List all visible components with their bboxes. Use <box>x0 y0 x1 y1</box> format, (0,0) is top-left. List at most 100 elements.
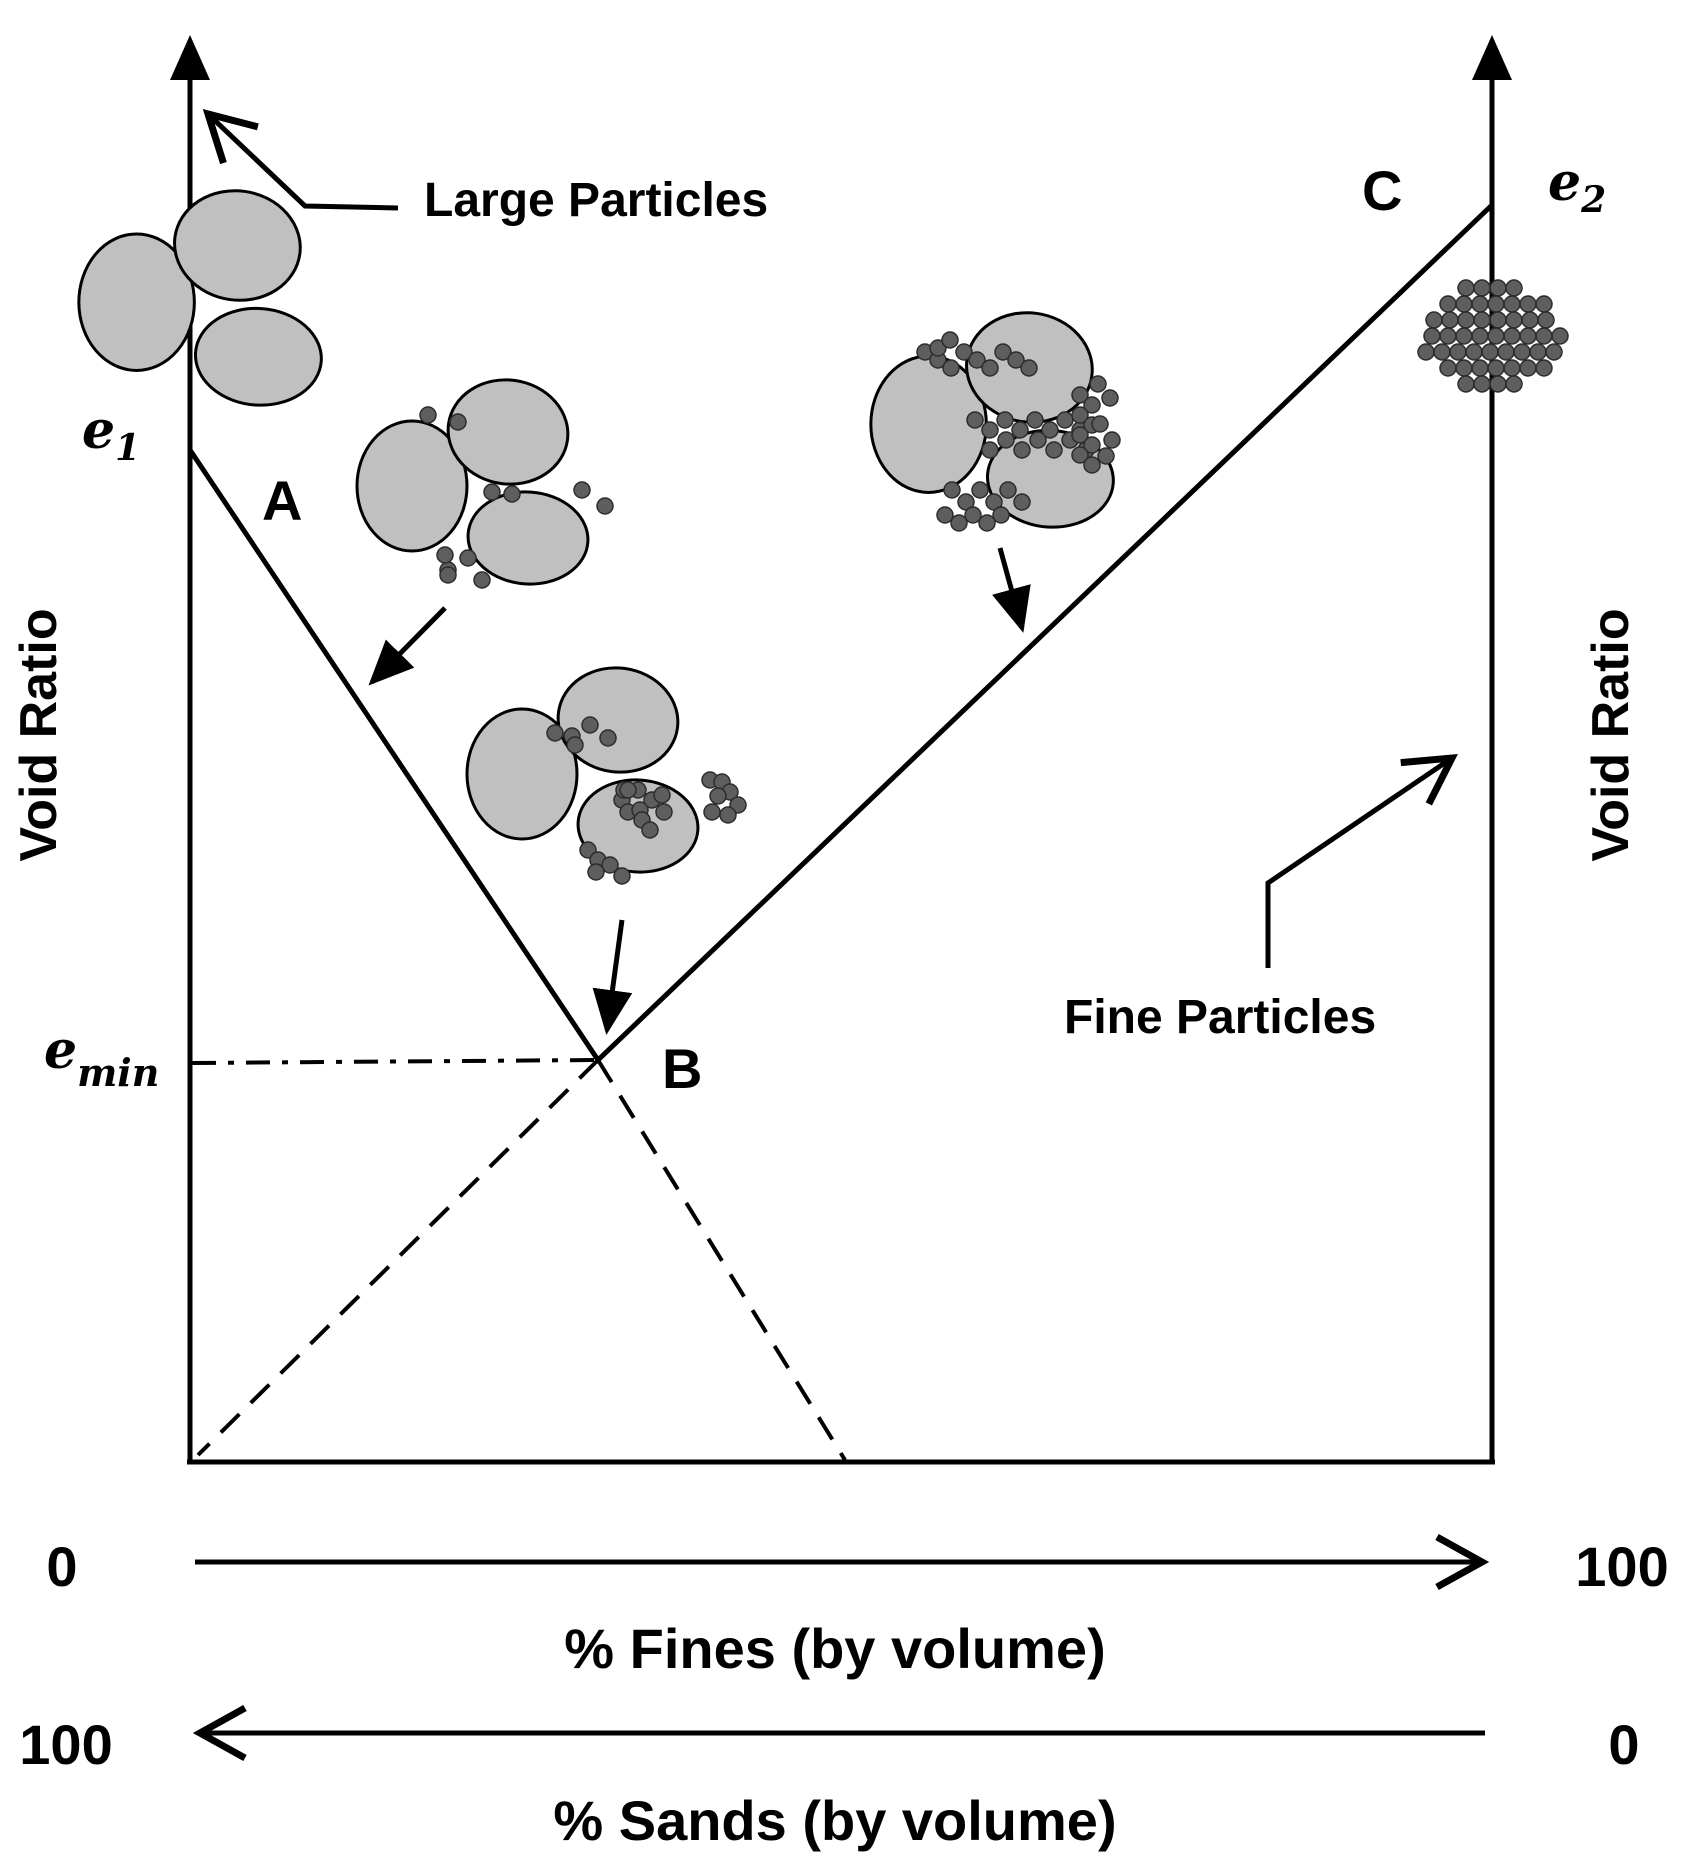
dashed-extension-sands <box>196 1058 600 1457</box>
fine-particle <box>503 485 521 503</box>
fine-particle <box>1535 327 1553 345</box>
large-with-few-fines-illustration <box>355 378 614 589</box>
fines-start-value: 0 <box>46 1535 77 1598</box>
large-particles-pointer <box>202 109 399 211</box>
fine-particle <box>473 571 491 589</box>
fine-particles-pointer <box>1265 753 1458 968</box>
fine-particle <box>1457 311 1475 329</box>
fine-particle <box>581 716 599 734</box>
large-particle <box>465 707 579 841</box>
fine-particle <box>1083 396 1101 414</box>
large-particle <box>193 306 323 407</box>
fine-particle <box>994 343 1012 361</box>
fine-particle <box>1071 406 1089 424</box>
fine-particle <box>587 863 605 881</box>
point-c-label: C <box>1362 159 1402 222</box>
fine-particle <box>1487 295 1505 313</box>
fine-particle <box>1026 411 1044 429</box>
fine-particle <box>966 411 984 429</box>
fine-particle <box>1489 279 1507 297</box>
dashed-extension-fines <box>596 1058 847 1462</box>
left-axis-title: Void Ratio <box>10 608 68 861</box>
large-particles-label: Large Particles <box>424 174 768 227</box>
fine-particle <box>719 806 737 824</box>
fine-particle <box>573 481 591 499</box>
fine-particle <box>1439 359 1457 377</box>
fine-particle <box>1545 343 1563 361</box>
fine-particle <box>596 497 614 515</box>
fine-particle <box>1505 311 1523 329</box>
fine-particle <box>709 787 727 805</box>
fine-particle <box>1097 447 1115 465</box>
fine-particle <box>929 339 947 357</box>
fine-particle <box>1013 441 1031 459</box>
fine-particle <box>439 566 457 584</box>
fine-particle <box>1455 295 1473 313</box>
sands-start-value: 100 <box>19 1713 112 1776</box>
fine-particle <box>1505 375 1523 393</box>
large-particle <box>355 419 469 553</box>
large-particle <box>556 666 680 774</box>
fine-particle <box>459 549 477 567</box>
fine-particle <box>981 441 999 459</box>
pointer-to-ab-segment <box>368 606 447 686</box>
fine-particle <box>1011 421 1029 439</box>
large-particles-only-illustration <box>77 189 323 407</box>
large-particle <box>173 189 302 302</box>
sands-end-value: 0 <box>1608 1713 1639 1776</box>
fine-particle <box>1487 327 1505 345</box>
fine-particle <box>1417 343 1435 361</box>
fines-end-value: 100 <box>1575 1535 1668 1598</box>
fine-particle <box>1071 426 1089 444</box>
fine-particle <box>943 481 961 499</box>
fine-particle <box>981 359 999 377</box>
fine-particle <box>613 867 631 885</box>
fine-particle <box>999 481 1017 499</box>
large-particle <box>77 232 196 372</box>
fine-particle <box>1439 327 1457 345</box>
fine-particle <box>1503 359 1521 377</box>
fine-particle <box>1521 311 1539 329</box>
fine-particle <box>942 359 960 377</box>
fine-particle <box>1423 327 1441 345</box>
fine-particle <box>1513 343 1531 361</box>
fine-particle <box>1505 279 1523 297</box>
large-particle <box>446 378 570 486</box>
fine-particle <box>1473 375 1491 393</box>
fine-particle <box>978 514 996 532</box>
fine-particle <box>1455 359 1473 377</box>
fine-particle <box>1465 343 1483 361</box>
fine-particle <box>992 506 1010 524</box>
emin-label: emin <box>44 1020 159 1095</box>
fine-particle <box>1489 375 1507 393</box>
fine-particle <box>1473 311 1491 329</box>
fine-particle <box>653 786 671 804</box>
fine-particle <box>1083 436 1101 454</box>
fine-particle <box>1045 441 1063 459</box>
fine-particle <box>1013 493 1031 511</box>
fine-particle <box>546 724 564 742</box>
e1-label: e1 <box>82 400 140 469</box>
pointer-to-b <box>592 919 633 1035</box>
fine-particle <box>1489 311 1507 329</box>
fine-particle <box>483 483 501 501</box>
fine-particle <box>599 729 617 747</box>
point-b-label: B <box>662 1037 702 1100</box>
fine-particle <box>1487 359 1505 377</box>
fine-particle <box>1519 327 1537 345</box>
fine-particle <box>601 856 619 874</box>
fine-particle <box>1473 279 1491 297</box>
fine-particle <box>1497 343 1515 361</box>
fine-particle <box>1503 327 1521 345</box>
fine-particle <box>1457 375 1475 393</box>
fine-particle <box>1020 359 1038 377</box>
large-particle <box>466 490 590 586</box>
fine-particle <box>1471 295 1489 313</box>
fine-particle <box>971 481 989 499</box>
fine-particle <box>1071 446 1089 464</box>
fine-particle <box>997 431 1015 449</box>
fine-particle <box>641 821 659 839</box>
fine-particle <box>950 514 968 532</box>
fine-particle <box>1029 431 1047 449</box>
